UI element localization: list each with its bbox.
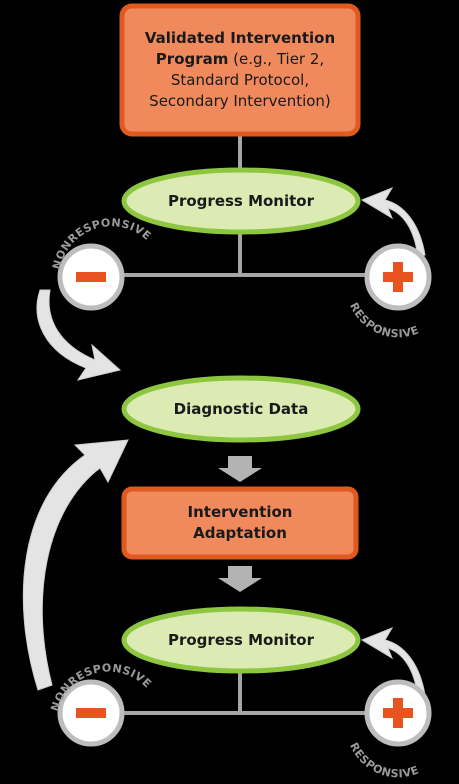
down-arrow-1 — [218, 456, 262, 482]
down-arrows — [218, 456, 262, 592]
minus-icon — [76, 272, 106, 282]
arrow-nonresponsive-to-diagnostic-2 — [22, 439, 129, 691]
program-label: Program — [155, 50, 229, 68]
program-line4: Secondary Intervention) — [149, 92, 331, 110]
plus-circle-1 — [364, 243, 432, 311]
progress-monitor-1-shape — [121, 167, 361, 235]
arrow-responsive-to-monitor-1 — [360, 186, 426, 259]
program-box-shape — [119, 3, 361, 137]
plus-icon-v — [393, 698, 403, 728]
progress-monitor-1: Progress Monitor — [167, 192, 314, 210]
intervention-adaptation: Intervention Adaptation — [128, 493, 352, 553]
diagnostic-data: Diagnostic Data — [173, 400, 309, 418]
arrow-responsive-to-monitor-2 — [360, 626, 426, 699]
minus-circle-1 — [57, 243, 125, 311]
diagnostic-data-shape — [121, 375, 361, 443]
adaptation-line2: Adaptation — [193, 524, 287, 542]
program-box: Validated Intervention Program (e.g., Ti… — [126, 10, 354, 130]
plus-circle-2 — [364, 679, 432, 747]
minus-circle-2 — [57, 679, 125, 747]
minus-icon — [76, 708, 106, 718]
program-example: (e.g., Tier 2, — [228, 50, 325, 68]
connector-lines — [120, 135, 365, 715]
progress-monitor-2-shape — [121, 606, 361, 674]
down-arrow-2 — [218, 566, 262, 592]
adaptation-box-shape — [121, 486, 359, 560]
program-line3: Standard Protocol, — [170, 71, 310, 89]
program-title: Validated Intervention — [144, 29, 336, 47]
arrow-nonresponsive-to-diagnostic — [36, 289, 122, 381]
label-responsive-2: RESPONSIVE — [347, 740, 421, 780]
progress-monitor-2: Progress Monitor — [167, 631, 314, 649]
curved-arrows — [22, 186, 426, 699]
plus-icon-v — [393, 262, 403, 292]
adaptation-line1: Intervention — [187, 503, 293, 521]
